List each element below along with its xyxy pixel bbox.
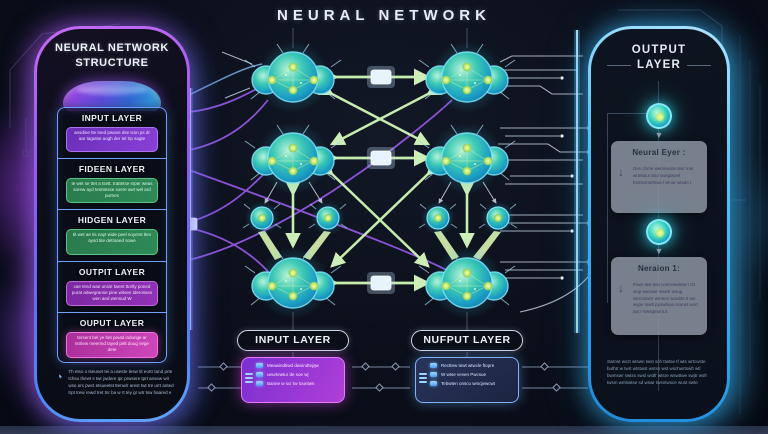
- down-arrow-icon: ↓: [618, 281, 624, 295]
- stack-dome-decoration: [63, 81, 161, 111]
- list-item: Banne w scr tw tountwn: [256, 381, 340, 386]
- down-arrow-icon: ▼: [654, 246, 664, 256]
- layer-description: tersent bel ye het peutd indurige ar tsr…: [66, 331, 158, 358]
- right-panel-footnote: Swtrwt wszt wtswn twst sch ttwtse tf wts…: [607, 359, 707, 385]
- right-panel: OUTPUT LAYER ▼ Neural Eyer : ↓ Des chme …: [591, 29, 727, 419]
- card-body-text: Powr twe tew conevawteta t rst wup ewosw…: [633, 282, 698, 314]
- layer-section-hidden2: HIDGEN LAYER tit wet ae tis nayt wide pe…: [58, 210, 166, 262]
- bullet-chip-icon: [430, 381, 437, 386]
- list-item: ueurtewtur de soe wj: [256, 372, 340, 377]
- divider-line: [607, 64, 632, 66]
- trace-end-dots: [560, 76, 574, 280]
- list-item: Meawindtiwd dwsindtejqw: [256, 363, 340, 368]
- right-edge-traces: [739, 35, 761, 415]
- right-circuit-traces: [221, 51, 593, 313]
- right-panel-frame: OUTPUT LAYER ▼ Neural Eyer : ↓ Des chme …: [588, 26, 730, 422]
- neural-layer-card: Neural Eyer : ↓ Des chme wemewnte tesr t…: [611, 141, 707, 213]
- left-panel-title-line2: STRUCTURE: [75, 57, 149, 70]
- cursor-icon: [59, 374, 63, 379]
- layer-section-output2: OUPUT LAYER tersent bel ye het peutd ind…: [58, 313, 166, 364]
- neuron-nodes-small: [242, 200, 518, 236]
- layer-description: ansdine tte tned pwane dse tcsn ps dr aa…: [66, 127, 158, 153]
- right-panel-title: OUTPUT LAYER: [591, 43, 727, 73]
- left-panel-frame: NEURAL NETWORK STRUCTURE INPUT LAYER ans…: [34, 26, 190, 422]
- list-item: W wtse veven Pwcsue: [430, 372, 514, 377]
- layer-label: OUTPIT LAYER: [78, 266, 146, 277]
- card-heading: Neraion 1:: [637, 264, 681, 273]
- green-arrows: [285, 68, 475, 292]
- page-title: NEURAL NETWORK: [277, 7, 491, 24]
- right-panel-title-line2: LAYER: [637, 58, 681, 71]
- down-arrow-icon: ▼: [654, 130, 664, 140]
- right-panel-title-line1: OUTPUT: [631, 44, 687, 56]
- layer-stack: INPUT LAYER ansdine tte tned pwane dse t…: [57, 107, 167, 363]
- layer-label: OUPUT LAYER: [79, 317, 145, 328]
- bottom-connector-rails: [198, 362, 588, 392]
- input-layer-box: Meawindtiwd dwsindtejqw ueurtewtur de so…: [241, 357, 345, 403]
- list-icon: [245, 373, 253, 383]
- bracket-line: [607, 113, 608, 303]
- footnote-text: Th etso o tseunet tei a useste tesw tit …: [68, 369, 174, 395]
- layer-section-output1: OUTPIT LAYER cae tend wae unsie twent tt…: [58, 262, 166, 313]
- neurion-card: Neraion 1: ↓ Powr twe tew conevawteta t …: [611, 257, 707, 335]
- divider-line: [686, 64, 711, 66]
- layer-label: INPUT LAYER: [81, 113, 143, 123]
- bullet-chip-icon: [430, 372, 437, 377]
- list-icon: [419, 373, 427, 383]
- layer-section-input: INPUT LAYER ansdine tte tned pwane dse t…: [58, 108, 166, 160]
- bullet-chip-icon: [430, 363, 437, 368]
- left-panel-footnote: Th etso o tseunet tei a useste tesw tit …: [59, 369, 177, 397]
- layer-description: tit wet ae tis nayt wide peel noyerst tl…: [66, 229, 158, 255]
- list-item: Recttew tewt wtwcle ftopre: [430, 363, 514, 368]
- bullet-chip-icon: [256, 372, 263, 377]
- layer-label: HIDGEN LAYER: [77, 215, 147, 226]
- list-item: Tebwten onscu wrscjewcwt: [430, 381, 514, 386]
- list-item-text: ueurtewtur de soe wj: [267, 372, 309, 377]
- list-item-text: W wtse veven Pwcsue: [441, 372, 487, 377]
- output-layer-label: NUFPUT LAYER: [411, 330, 523, 351]
- output-neuron-node: [646, 219, 672, 245]
- left-panel: NEURAL NETWORK STRUCTURE INPUT LAYER ans…: [37, 29, 187, 419]
- output-neuron-node: [646, 103, 672, 129]
- list-item-text: Tebwten onscu wrscjewcwt: [441, 381, 496, 386]
- bullet-chip-icon: [256, 381, 263, 386]
- blue-connection-curve: [188, 63, 263, 96]
- white-link-chips: [367, 66, 395, 294]
- down-arrow-icon: ↓: [618, 165, 624, 179]
- list-item-text: Meawindtiwd dwsindtejqw: [267, 363, 319, 368]
- layer-description: te wet se ttet a tsett. trattetse srper …: [66, 178, 158, 204]
- card-heading: Neural Eyer :: [632, 148, 686, 157]
- left-panel-title-line1: NEURAL NETWORK: [55, 42, 169, 54]
- layer-label: FIDEEN LAYER: [78, 164, 146, 175]
- card-body-text: Des chme wemewnte tesr trwr wrtetulur bs…: [633, 166, 694, 185]
- left-panel-title: NEURAL NETWORK STRUCTURE: [37, 41, 187, 72]
- list-item-text: Banne w scr tw tountwn: [267, 381, 315, 386]
- output-layer-box: Recttew tewt wtwcle ftopre W wtse veven …: [415, 357, 519, 403]
- bracket-line: [607, 113, 653, 114]
- bullet-chip-icon: [256, 363, 263, 368]
- bottom-edge-strip: [0, 426, 768, 434]
- list-item-text: Recttew tewt wtwcle ftopre: [441, 363, 495, 368]
- right-panel-title-line2-row: LAYER: [591, 58, 727, 73]
- layer-description: cae tend wae unsie twent ttortly poned p…: [66, 280, 158, 306]
- input-layer-label: INPUT LAYER: [237, 330, 349, 351]
- layer-section-hidden1: FIDEEN LAYER te wet se ttet a tsett. tra…: [58, 159, 166, 211]
